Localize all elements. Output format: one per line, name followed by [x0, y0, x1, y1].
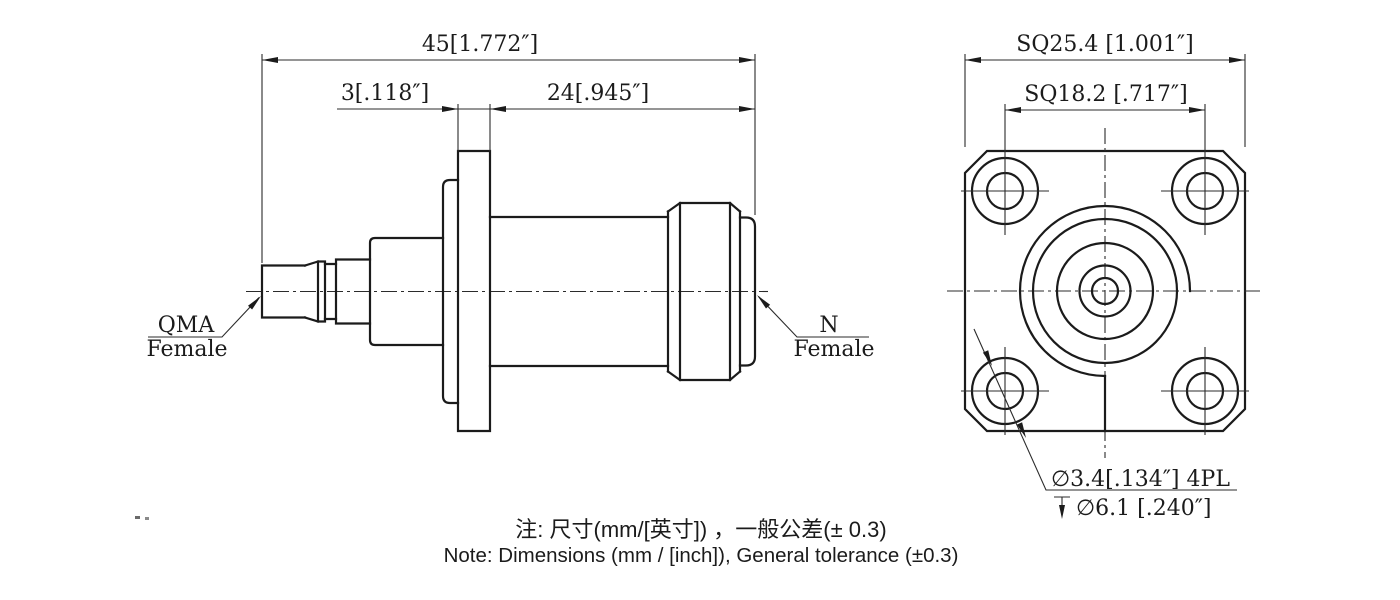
- n-label-line1: N: [819, 313, 838, 338]
- flange-outline: [963, 149, 1247, 433]
- hole-size-note: ∅3.4[.134″] 4PL: [1051, 467, 1230, 492]
- front-view: SQ25.4 [1.001″] SQ18.2 [.717″] ∅3.4[.134…: [947, 32, 1263, 521]
- qma-label-line2: Female: [146, 337, 227, 362]
- bolt-hole-bottom-right: [1161, 347, 1249, 435]
- general-notes: 注: 尺寸(mm/[英寸]) ，一般公差(± 0.3) Note: Dimens…: [444, 517, 959, 567]
- boss-arc: [1018, 204, 1192, 378]
- qma-label-line1: QMA: [158, 313, 216, 338]
- dim-hole-pattern: SQ18.2 [.717″]: [1024, 82, 1187, 107]
- n-label-line2: Female: [793, 337, 874, 362]
- dim-coupling-length: 24[.945″]: [547, 81, 649, 106]
- qma-label-callout: QMA Female: [146, 296, 261, 362]
- side-dimensions: 45[1.772″] 3[.118″] 24[.945″]: [261, 32, 756, 263]
- note-line-chinese: 注: 尺寸(mm/[英寸]) ，一般公差(± 0.3): [515, 517, 886, 542]
- side-view: 45[1.772″] 3[.118″] 24[.945″] QMA Female…: [146, 32, 875, 433]
- n-label-callout: N Female: [757, 295, 875, 362]
- side-part-outline: [260, 149, 757, 433]
- stray-marks: [135, 516, 149, 520]
- bolt-hole-bottom-left: [961, 347, 1049, 435]
- hole-callout: ∅3.4[.134″] 4PL ∅6.1 [.240″]: [973, 328, 1237, 521]
- dim-overall-length: 45[1.772″]: [422, 32, 538, 57]
- counterbore-depth-icon: [1054, 496, 1070, 519]
- note-line-english: Note: Dimensions (mm / [inch]), General …: [444, 544, 959, 567]
- counterbore-note: ∅6.1 [.240″]: [1076, 496, 1212, 521]
- front-dimensions: SQ25.4 [1.001″] SQ18.2 [.717″]: [964, 32, 1246, 235]
- center-connector-circles: [1018, 204, 1192, 433]
- dim-flange-thickness: 3[.118″]: [341, 81, 429, 106]
- dim-flange-square: SQ25.4 [1.001″]: [1016, 32, 1193, 57]
